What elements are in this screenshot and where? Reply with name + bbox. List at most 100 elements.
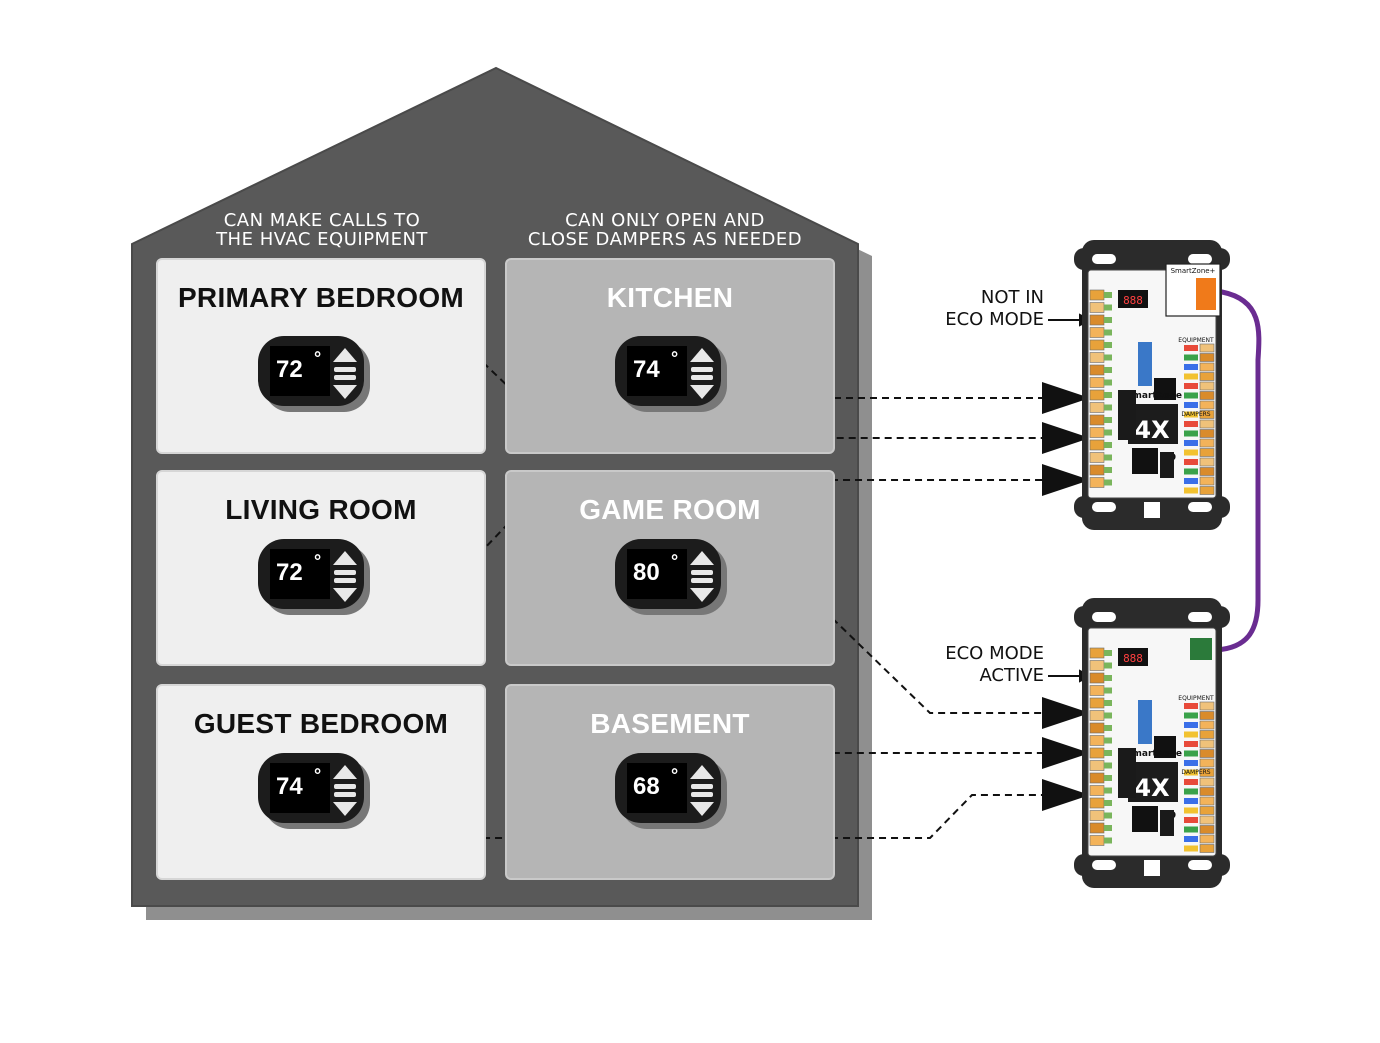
terminal-screw bbox=[1104, 417, 1112, 423]
qr-code bbox=[1132, 806, 1158, 832]
terminal-block bbox=[1199, 777, 1215, 787]
terminal-screw bbox=[1104, 662, 1112, 669]
terminal-block bbox=[1199, 353, 1215, 362]
divider-icon bbox=[691, 792, 713, 797]
terminal-screw bbox=[1104, 379, 1112, 386]
qr-code bbox=[1154, 736, 1176, 758]
terminal-block bbox=[1199, 391, 1215, 400]
up-down-control-icon[interactable] bbox=[328, 545, 362, 607]
divider-icon bbox=[691, 375, 713, 380]
terminal-block bbox=[1089, 339, 1105, 351]
status-display bbox=[1118, 648, 1148, 666]
thermostat-screen bbox=[270, 346, 330, 396]
thermostat-kitchen[interactable]: 74 ° bbox=[615, 336, 727, 412]
mount-slot bbox=[1188, 860, 1212, 870]
thermostat-primary-bedroom[interactable]: 72 ° bbox=[258, 336, 370, 412]
status-line: ACTIVE bbox=[979, 665, 1044, 686]
status-led-strip bbox=[1184, 345, 1198, 351]
terminal-block bbox=[1199, 834, 1215, 844]
terminal-block bbox=[1089, 439, 1105, 451]
terminal-screw bbox=[1104, 304, 1112, 311]
terminal-block bbox=[1089, 427, 1105, 438]
thermostat-game-room[interactable]: 80 ° bbox=[615, 539, 727, 615]
up-arrow-icon bbox=[690, 765, 714, 779]
status-led-strip bbox=[1184, 741, 1198, 747]
up-down-control-icon[interactable] bbox=[685, 759, 719, 821]
up-arrow-icon bbox=[690, 348, 714, 362]
status-led-strip bbox=[1184, 760, 1198, 766]
arrow-head bbox=[1042, 779, 1090, 811]
status-led-strip bbox=[1184, 402, 1198, 408]
terminal-screw bbox=[1104, 687, 1112, 694]
terminal-screw bbox=[1104, 712, 1112, 719]
room-name: KITCHEN bbox=[606, 282, 734, 313]
status-display bbox=[1118, 290, 1148, 308]
terminal-block bbox=[1089, 735, 1105, 746]
terminal-block bbox=[1199, 372, 1215, 381]
degree-symbol: ° bbox=[671, 348, 679, 368]
terminal-screw bbox=[1104, 454, 1112, 461]
terminal-screw bbox=[1104, 429, 1112, 436]
relay-block bbox=[1118, 748, 1136, 798]
terminal-block bbox=[1089, 477, 1105, 488]
status-led-strip bbox=[1184, 364, 1198, 370]
thermostat-screen bbox=[627, 549, 687, 599]
divider-icon bbox=[334, 367, 356, 372]
terminal-screw bbox=[1104, 354, 1112, 361]
terminal-block bbox=[1199, 796, 1215, 806]
room-name: GAME ROOM bbox=[579, 494, 761, 525]
terminal-block bbox=[1089, 672, 1105, 684]
status-led-strip bbox=[1184, 478, 1198, 484]
thermostat-guest-bedroom[interactable]: 74 ° bbox=[258, 753, 370, 829]
terminal-block bbox=[1199, 844, 1215, 853]
arrow-head bbox=[1042, 382, 1090, 414]
divider-icon bbox=[334, 784, 356, 789]
terminal-block bbox=[1199, 806, 1215, 815]
model-label: 4X bbox=[1134, 774, 1170, 802]
zone-controller-board: 888SmartZone4X3.0DAMPERSEQUIPMENTSmartZo… bbox=[1074, 240, 1230, 530]
temperature-readout: 74 bbox=[633, 356, 660, 383]
mount-slot bbox=[1188, 612, 1212, 622]
room-name: LIVING ROOM bbox=[225, 494, 417, 525]
terminal-block bbox=[1199, 410, 1215, 419]
up-down-control-icon[interactable] bbox=[328, 759, 362, 821]
terminal-block bbox=[1089, 289, 1105, 301]
status-led-strip bbox=[1184, 468, 1198, 475]
status-led-strip bbox=[1184, 430, 1198, 437]
terminal-block bbox=[1199, 758, 1215, 768]
terminal-screw bbox=[1104, 404, 1112, 411]
terminal-screw bbox=[1104, 342, 1112, 348]
terminal-block bbox=[1089, 352, 1105, 363]
status-led-strip bbox=[1184, 845, 1198, 852]
up-down-control-icon[interactable] bbox=[328, 342, 362, 404]
relay-block bbox=[1118, 390, 1136, 440]
display-readout: 888 bbox=[1123, 652, 1143, 665]
model-badge bbox=[1128, 404, 1178, 444]
terminal-block bbox=[1089, 402, 1105, 413]
column-header-secondary: CAN ONLY OPEN AND CLOSE DAMPERS AS NEEDE… bbox=[508, 211, 822, 249]
down-arrow-icon bbox=[333, 385, 357, 399]
terminal-screw bbox=[1104, 442, 1112, 448]
up-down-control-icon[interactable] bbox=[685, 342, 719, 404]
temperature-readout: 80 bbox=[633, 559, 660, 586]
arrow-head bbox=[1042, 464, 1090, 496]
terminal-block bbox=[1089, 452, 1105, 463]
thermostat-screen bbox=[270, 549, 330, 599]
terminal-block bbox=[1199, 381, 1215, 391]
up-down-control-icon[interactable] bbox=[685, 545, 719, 607]
dampers-label: DAMPERS bbox=[1181, 411, 1210, 418]
terminal-block bbox=[1089, 464, 1105, 476]
column-header-line: CAN ONLY OPEN AND bbox=[565, 210, 765, 231]
thermostat-basement[interactable]: 68 ° bbox=[615, 753, 727, 829]
equipment-label: EQUIPMENT bbox=[1178, 337, 1214, 344]
degree-symbol: ° bbox=[314, 551, 322, 571]
addon-terminal bbox=[1196, 278, 1216, 310]
status-led-strip bbox=[1184, 421, 1198, 427]
qr-code bbox=[1154, 378, 1176, 400]
temperature-readout: 74 bbox=[276, 773, 303, 800]
terminal-block bbox=[1199, 825, 1215, 834]
controllers-layer: 888SmartZone4X3.0DAMPERSEQUIPMENTSmartZo… bbox=[1074, 240, 1230, 888]
mount-slot bbox=[1092, 502, 1116, 512]
thermostat-living-room[interactable]: 72 ° bbox=[258, 539, 370, 615]
